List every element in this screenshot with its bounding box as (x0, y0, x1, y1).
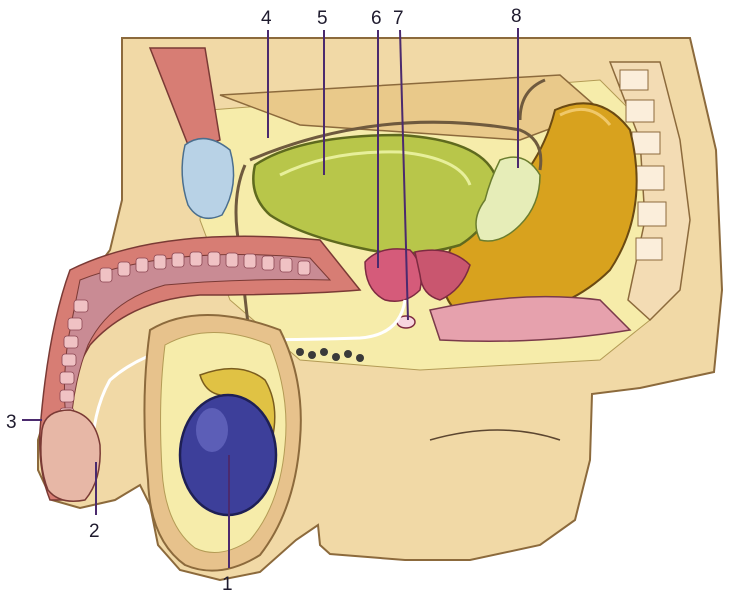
testis-highlight (196, 408, 228, 452)
label-5: 5 (317, 8, 328, 29)
glans (41, 410, 100, 501)
label-2: 2 (89, 521, 100, 542)
label-1: 1 (222, 574, 233, 595)
label-8: 8 (511, 6, 522, 27)
pubic-bone (182, 139, 233, 219)
label-3: 3 (6, 412, 17, 433)
label-6: 6 (371, 8, 382, 29)
label-4: 4 (261, 8, 272, 29)
label-7: 7 (393, 8, 404, 29)
